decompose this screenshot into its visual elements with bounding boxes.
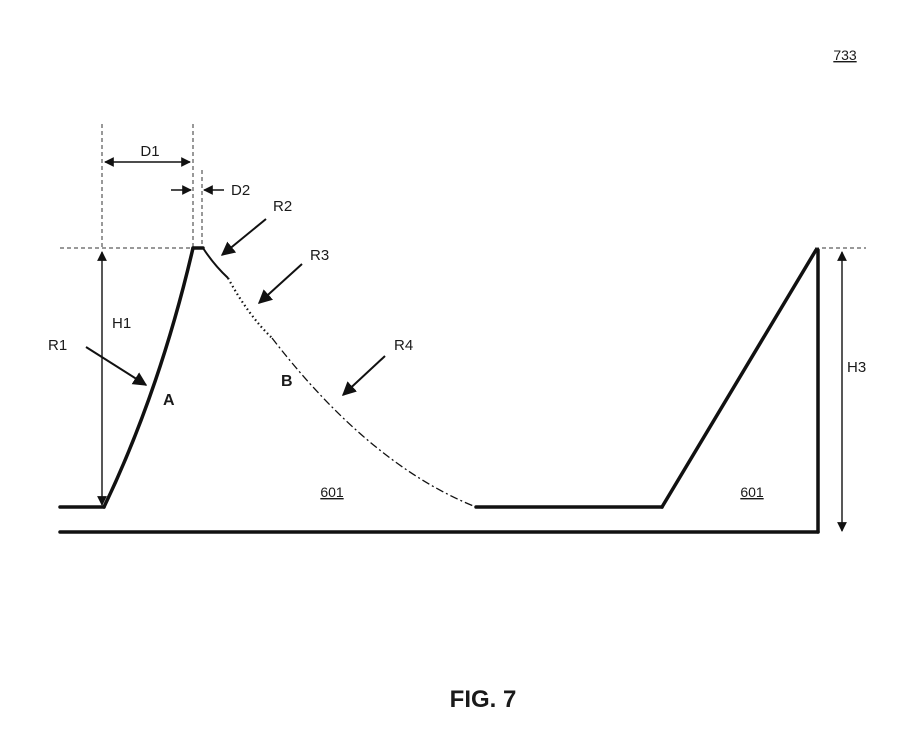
layer-reference-right: 601 — [740, 484, 764, 500]
dimension-label-d2: D2 — [231, 182, 250, 199]
leader-arrow-r2 — [220, 218, 267, 256]
point-label-b: B — [281, 373, 293, 390]
sheet-reference-number: 733 — [833, 47, 857, 63]
sidewall-segment-r3 — [227, 277, 273, 339]
dimension-label-d1: D1 — [140, 143, 159, 160]
region-label-r3: R3 — [310, 247, 329, 264]
leader-arrow-r3 — [257, 263, 303, 304]
region-label-r2: R2 — [273, 198, 292, 215]
layer-reference-left: 601 — [320, 484, 344, 500]
dimension-label-h3: H3 — [847, 359, 866, 376]
region-label-r1: R1 — [48, 337, 67, 354]
point-label-a: A — [163, 392, 175, 409]
sidewall-segment-r2 — [202, 247, 229, 279]
leader-arrow-r1 — [85, 346, 148, 386]
figure-caption: FIG. 7 — [450, 686, 517, 713]
sidewall-a-curve — [102, 246, 195, 509]
right-sloped-sidewall — [660, 248, 818, 509]
region-label-r4: R4 — [394, 337, 413, 354]
leader-arrow-r4 — [341, 355, 386, 396]
dimension-label-h1: H1 — [112, 315, 131, 332]
sidewall-segment-r4 — [271, 337, 477, 508]
